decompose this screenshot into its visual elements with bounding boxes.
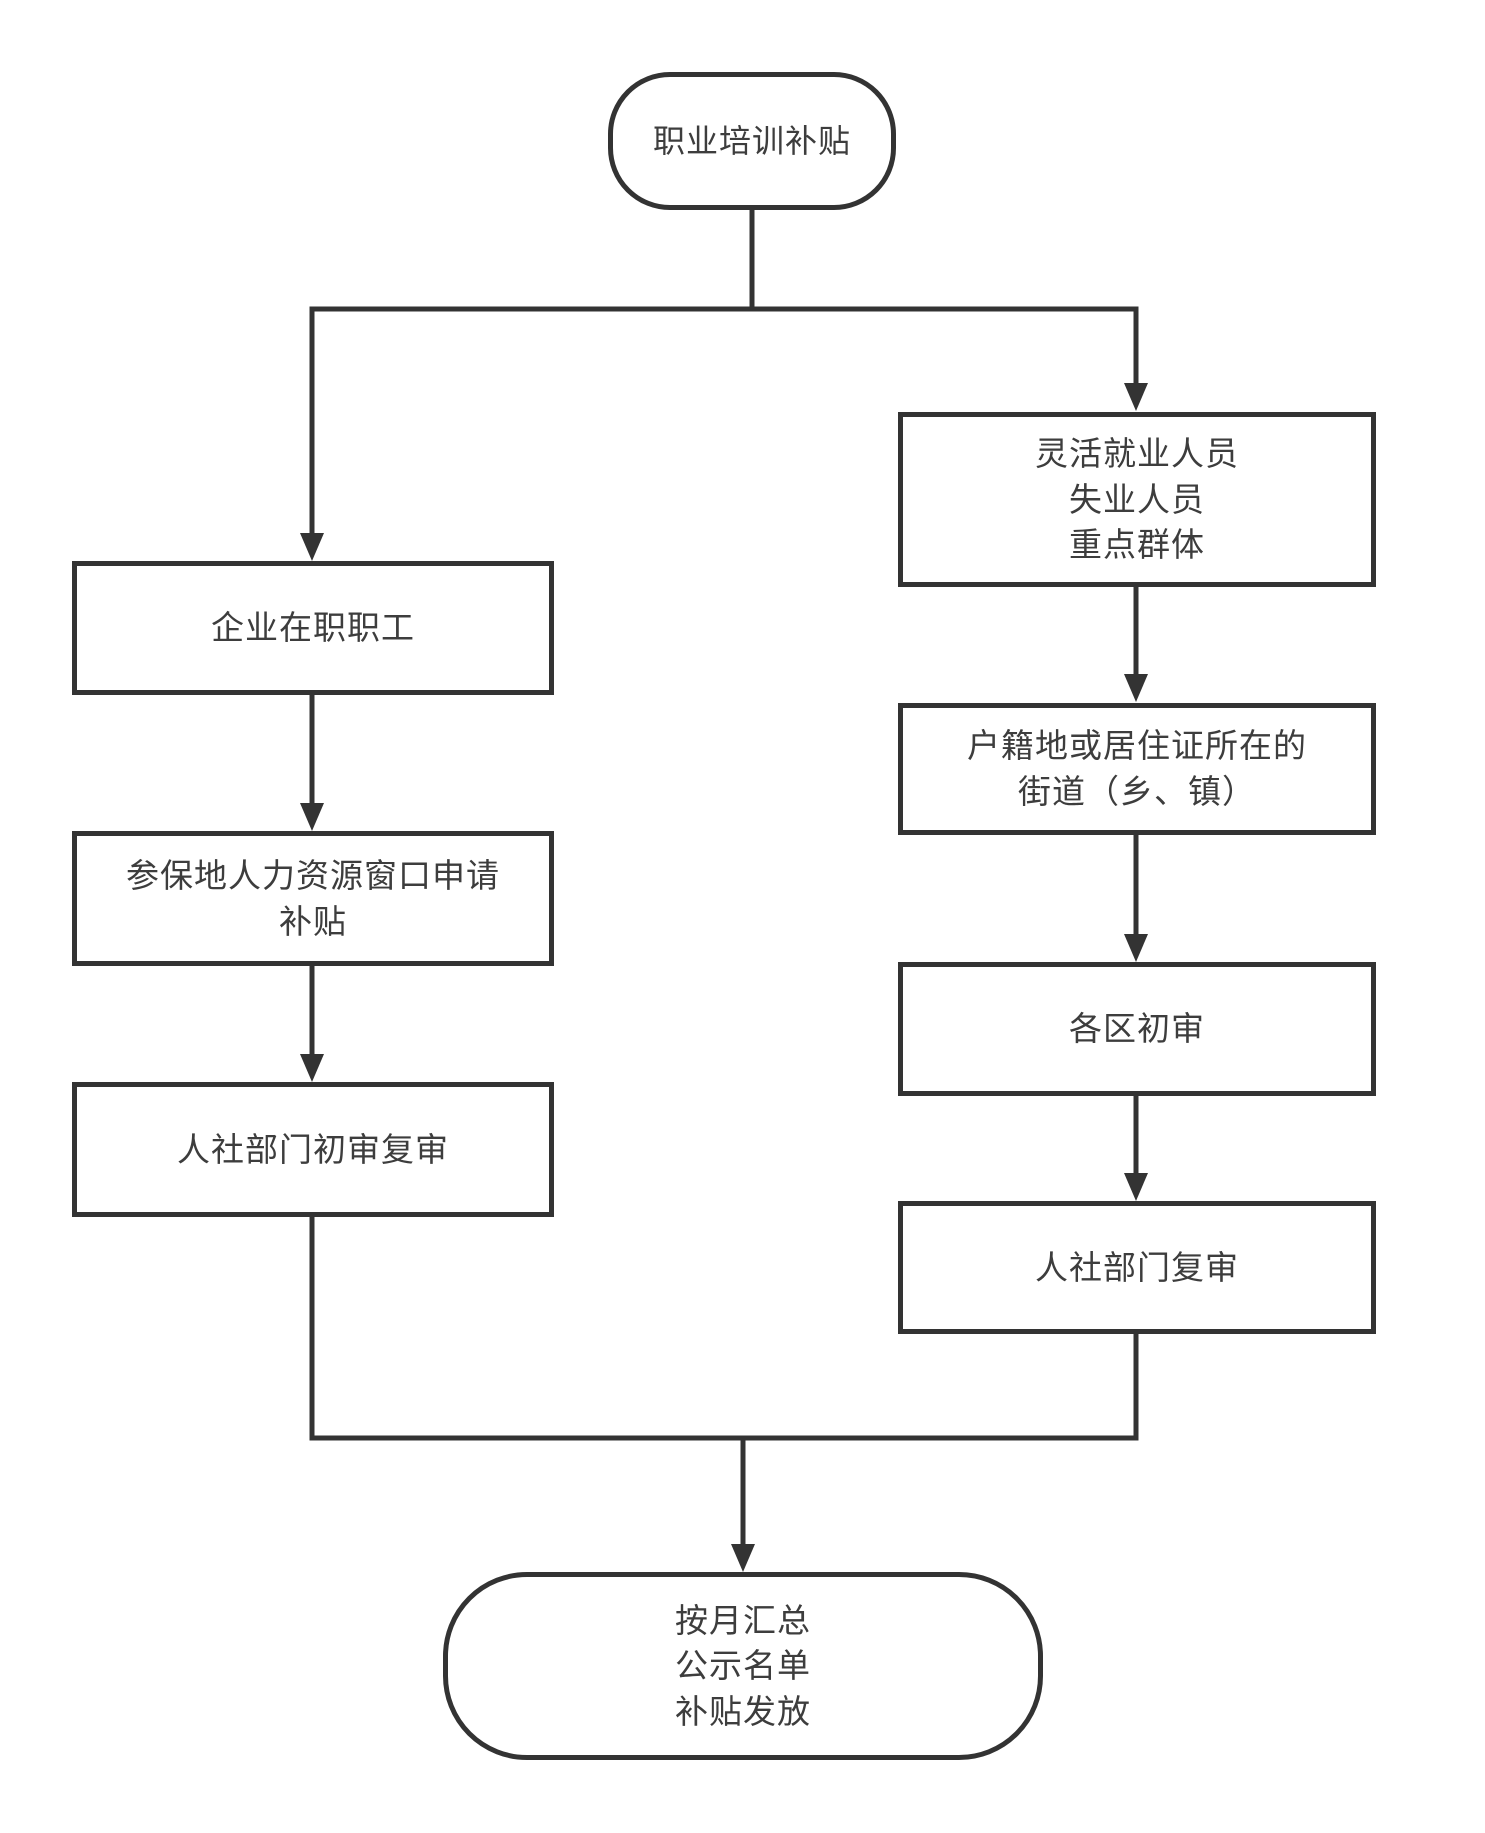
end-node-monthly-summary: 按月汇总 公示名单 补贴发放	[443, 1572, 1043, 1760]
arrowhead-into-hr-first-and-second-review	[300, 1054, 324, 1082]
connector-split-line	[309, 306, 1139, 535]
node-flexible-groups: 灵活就业人员 失业人员 重点群体	[898, 412, 1376, 587]
node-flexible-groups-line2: 失业人员	[1069, 480, 1205, 518]
arrowhead-into-district-first-review	[1124, 934, 1148, 962]
start-node-label: 职业培训补贴	[652, 122, 851, 159]
arrowhead-into-hr-second-review	[1124, 1173, 1148, 1201]
end-node-line2: 公示名单	[675, 1647, 811, 1685]
arrowhead-into-enterprise-employees	[300, 533, 324, 561]
node-enterprise-employees-label: 企业在职职工	[211, 609, 415, 647]
start-node-vocational-training-subsidy: 职业培训补贴	[608, 72, 896, 210]
node-district-first-review-label: 各区初审	[1069, 1010, 1205, 1048]
node-hr-second-review-label: 人社部门复审	[1035, 1248, 1239, 1286]
node-insured-place-window-line2: 补贴	[279, 902, 347, 940]
arrowhead-into-street-office	[1124, 674, 1148, 702]
arrowhead-into-insured-place-window	[300, 803, 324, 831]
node-street-office-line2: 街道（乡、镇）	[1018, 773, 1256, 810]
connector-right-merge	[743, 1334, 1139, 1441]
node-district-first-review: 各区初审	[898, 962, 1376, 1096]
arrowhead-into-flexible-groups	[1124, 383, 1148, 411]
node-flexible-groups-line3: 重点群体	[1069, 526, 1205, 564]
node-street-office: 户籍地或居住证所在的 街道（乡、镇）	[898, 703, 1376, 835]
node-enterprise-employees: 企业在职职工	[72, 561, 554, 695]
arrowhead-into-end-node	[731, 1544, 755, 1572]
node-hr-first-and-second-review: 人社部门初审复审	[72, 1082, 554, 1217]
node-insured-place-window: 参保地人力资源窗口申请 补贴	[72, 831, 554, 966]
node-hr-second-review: 人社部门复审	[898, 1201, 1376, 1334]
end-node-line3: 补贴发放	[675, 1692, 811, 1730]
node-street-office-line1: 户籍地或居住证所在的	[967, 727, 1307, 765]
node-flexible-groups-line1: 灵活就业人员	[1035, 435, 1239, 473]
end-node-line1: 按月汇总	[675, 1601, 811, 1639]
connector-left-merge	[309, 1217, 743, 1441]
node-hr-first-and-second-review-label: 人社部门初审复审	[177, 1130, 449, 1168]
node-insured-place-window-line1: 参保地人力资源窗口申请	[126, 856, 500, 894]
